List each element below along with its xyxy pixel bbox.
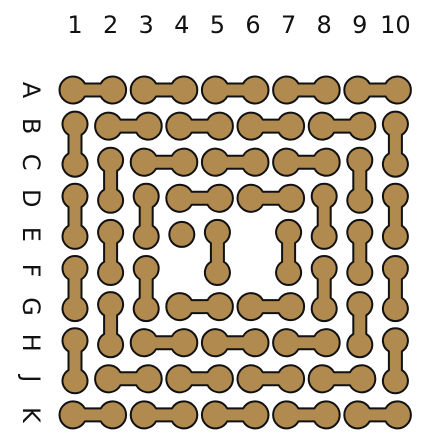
dumbbell-piece-a3-a4[interactable] — [131, 77, 198, 104]
dumbbell-piece-k1-k2[interactable] — [60, 401, 127, 428]
single-piece-e4[interactable] — [169, 222, 194, 247]
dumbbell-piece-c9-d9[interactable] — [347, 148, 372, 213]
row-label-B: B — [17, 118, 45, 134]
column-label-3: 3 — [139, 11, 154, 39]
row-label-E: E — [17, 227, 45, 242]
column-label-8: 8 — [317, 11, 332, 39]
column-label-2: 2 — [103, 11, 118, 39]
column-label-6: 6 — [245, 11, 260, 39]
dumbbell-piece-e9-f9[interactable] — [347, 220, 372, 285]
dumbbell-piece-j2-j3[interactable] — [95, 365, 162, 392]
row-label-G: G — [17, 297, 45, 316]
dumbbell-piece-d1-e1[interactable] — [62, 184, 87, 249]
dumbbell-piece-b6-b7[interactable] — [238, 113, 305, 140]
dumbbell-piece-c7-c8[interactable] — [273, 149, 340, 176]
dumbbell-piece-d6-d7[interactable] — [238, 185, 305, 212]
dumbbell-piece-f8-g8[interactable] — [312, 256, 337, 321]
dumbbell-piece-f10-g10[interactable] — [383, 256, 408, 321]
row-label-K: K — [17, 407, 45, 424]
row-label-D: D — [17, 189, 45, 207]
dumbbell-piece-a5-a6[interactable] — [202, 77, 269, 104]
dumbbell-piece-g6-g7[interactable] — [238, 293, 305, 320]
dumbbell-piece-k9-k10[interactable] — [344, 401, 411, 428]
dumbbell-piece-e5-f5[interactable] — [205, 220, 230, 285]
dumbbell-piece-f3-g3[interactable] — [134, 256, 159, 321]
dumbbell-piece-g4-g5[interactable] — [166, 293, 233, 320]
dumbbell-piece-c3-c4[interactable] — [131, 149, 198, 176]
column-label-4: 4 — [174, 11, 189, 39]
dumbbell-piece-c2-d2[interactable] — [98, 148, 123, 213]
column-label-5: 5 — [210, 11, 225, 39]
dumbbell-piece-h1-j1[interactable] — [62, 328, 87, 393]
column-label-7: 7 — [281, 11, 296, 39]
dumbbell-piece-k3-k4[interactable] — [131, 401, 198, 428]
dumbbell-piece-k5-k6[interactable] — [202, 401, 269, 428]
dumbbell-piece-b2-b3[interactable] — [95, 113, 162, 140]
dumbbell-piece-b1-c1[interactable] — [62, 112, 87, 177]
dumbbell-piece-a1-a2[interactable] — [60, 76, 127, 103]
column-label-10: 10 — [380, 11, 411, 39]
column-label-1: 1 — [67, 11, 82, 39]
dumbbell-piece-j4-j5[interactable] — [166, 365, 233, 392]
row-labels: A B C D E F GH J K — [17, 82, 45, 424]
dumbbell-piece-j8-j9[interactable] — [309, 365, 376, 392]
column-label-9: 9 — [352, 11, 367, 39]
dumbbell-piece-h10-j10[interactable] — [383, 328, 408, 393]
dumbbell-piece-e2-f2[interactable] — [98, 220, 123, 285]
dumbbell-piece-a9-a10[interactable] — [344, 77, 411, 104]
row-label-J: J — [17, 373, 45, 382]
row-label-F: F — [17, 264, 45, 278]
dumbbell-piece-b10-c10[interactable] — [383, 112, 408, 177]
dumbbell-piece-c5-c6[interactable] — [202, 149, 269, 176]
dumbbell-piece-f1-g1[interactable] — [62, 256, 87, 321]
dumbbell-piece-h7-h8[interactable] — [273, 329, 340, 356]
row-label-H: H — [17, 334, 45, 352]
dumbbell-piece-h3-h4[interactable] — [131, 329, 198, 356]
dumbbell-piece-k7-k8[interactable] — [273, 401, 340, 428]
dumbbell-piece-d10-e10[interactable] — [383, 184, 408, 249]
row-label-A: A — [17, 82, 45, 99]
pieces-layer — [60, 76, 411, 428]
dumbbell-piece-b4-b5[interactable] — [166, 113, 233, 140]
dumbbell-piece-e7-f7[interactable] — [276, 220, 301, 285]
dumbbell-piece-g2-h2[interactable] — [98, 292, 123, 357]
dumbbell-piece-j6-j7[interactable] — [238, 365, 305, 392]
dumbbell-piece-b8-b9[interactable] — [309, 113, 376, 140]
dumbbell-piece-h5-h6[interactable] — [202, 329, 269, 356]
dumbbell-piece-d3-e3[interactable] — [134, 184, 159, 249]
dumbbell-piece-d8-e8[interactable] — [312, 184, 337, 249]
row-label-C: C — [17, 154, 45, 171]
dumbbell-piece-g9-h9[interactable] — [347, 292, 372, 357]
dumbbell-piece-d4-d5[interactable] — [166, 185, 233, 212]
dumbbell-piece-a7-a8[interactable] — [273, 77, 340, 104]
